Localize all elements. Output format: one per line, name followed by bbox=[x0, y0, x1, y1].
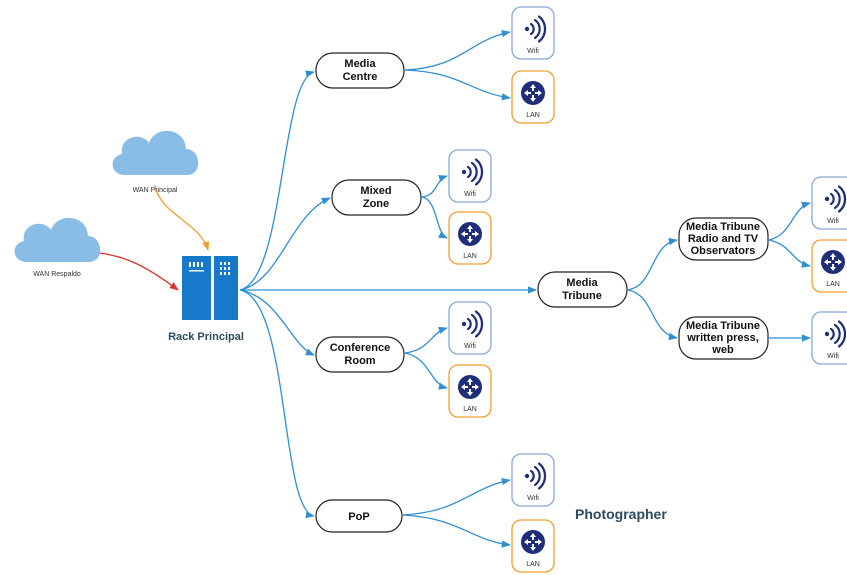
node-label-line: Media bbox=[566, 277, 598, 289]
lan-label: LAN bbox=[826, 281, 840, 288]
node-label-line: Mixed bbox=[360, 185, 391, 197]
wifi-icon bbox=[824, 185, 847, 213]
wifi-device: Wifi bbox=[448, 149, 492, 203]
node-label-line: Room bbox=[344, 355, 375, 367]
node-label-line: Zone bbox=[363, 198, 389, 210]
photographer-label: Photographer bbox=[575, 506, 667, 522]
wifi-icon bbox=[524, 462, 547, 490]
lan-device: LAN bbox=[448, 364, 492, 418]
device-frame bbox=[811, 311, 847, 365]
wifi-device: Wifi bbox=[811, 176, 847, 230]
cloud-icon bbox=[14, 217, 101, 262]
edge-rack-media-centre bbox=[239, 70, 315, 291]
wifi-icon bbox=[461, 310, 484, 338]
wifi-label: Wifi bbox=[527, 48, 539, 55]
server-rack-icon bbox=[182, 256, 238, 320]
wifi-label: Wifi bbox=[464, 343, 476, 350]
lan-device: LAN bbox=[511, 519, 555, 573]
node-media-centre: Media Centre bbox=[315, 52, 405, 89]
edge-radio-wifi bbox=[768, 201, 811, 241]
node-label-line: Media Tribune bbox=[686, 320, 760, 332]
wifi-label: Wifi bbox=[527, 495, 539, 502]
node-conference-room: Conference Room bbox=[315, 336, 405, 373]
edge-conference-wifi bbox=[404, 326, 448, 354]
edge-rack-mixed-zone bbox=[239, 197, 331, 291]
node-label-line: Media bbox=[344, 58, 376, 70]
node-media-tribune: Media Tribune bbox=[537, 271, 628, 308]
edge-tribune-written bbox=[627, 289, 678, 341]
edge-media-centre-wifi bbox=[404, 30, 511, 71]
edge-rack-conference-room bbox=[239, 289, 315, 356]
cloud-wan-principal: WAN Principal bbox=[112, 130, 199, 194]
node-label-line: Media Tribune bbox=[686, 221, 760, 233]
node-label-line: Observators bbox=[691, 245, 756, 257]
wifi-icon bbox=[461, 158, 484, 186]
node-written-press: Media Tribune written press, web bbox=[678, 316, 769, 360]
node-mixed-zone: Mixed Zone bbox=[331, 179, 422, 216]
router-icon bbox=[521, 530, 545, 554]
edge-mixed-zone-wifi bbox=[421, 175, 448, 198]
edge-rack-pop bbox=[239, 289, 315, 519]
wifi-device: Wifi bbox=[511, 453, 555, 507]
wifi-icon bbox=[824, 320, 847, 348]
edge-pop-wifi bbox=[402, 478, 511, 516]
wifi-label: Wifi bbox=[827, 218, 839, 225]
rack-principal: Rack Principal bbox=[168, 256, 244, 343]
edge-media-centre-lan bbox=[404, 69, 511, 101]
wan-principal-label: WAN Principal bbox=[133, 187, 178, 194]
wan-respaldo-label: WAN Respaldo bbox=[33, 271, 81, 278]
edge-mixed-zone-lan bbox=[421, 196, 448, 239]
edge-wan-principal-rack bbox=[154, 184, 210, 251]
lan-label: LAN bbox=[463, 406, 477, 413]
rack-principal-label: Rack Principal bbox=[168, 331, 244, 343]
lan-label: LAN bbox=[526, 112, 540, 119]
lan-label: LAN bbox=[526, 561, 540, 568]
lan-device: LAN bbox=[811, 239, 847, 293]
device-frame bbox=[811, 176, 847, 230]
wifi-device: Wifi bbox=[511, 6, 555, 60]
router-icon bbox=[821, 250, 845, 274]
node-label-line: written press, bbox=[686, 332, 759, 344]
node-label-line: Tribune bbox=[562, 290, 602, 302]
cloud-wan-respaldo: WAN Respaldo bbox=[14, 217, 101, 278]
lan-label: LAN bbox=[463, 253, 477, 260]
node-radio-tv: Media Tribune Radio and TV Observators bbox=[678, 217, 769, 261]
router-icon bbox=[458, 375, 482, 399]
wifi-label: Wifi bbox=[464, 191, 476, 198]
wifi-device: Wifi bbox=[811, 311, 847, 365]
wifi-label: Wifi bbox=[827, 353, 839, 360]
node-label-line: PoP bbox=[348, 511, 369, 523]
wifi-icon bbox=[524, 15, 547, 43]
router-icon bbox=[458, 222, 482, 246]
router-icon bbox=[521, 81, 545, 105]
cloud-icon bbox=[112, 130, 199, 175]
wifi-device: Wifi bbox=[448, 301, 492, 355]
edge-conference-lan bbox=[404, 352, 448, 390]
edge-radio-lan bbox=[768, 239, 811, 268]
edges bbox=[81, 30, 811, 548]
node-label-line: Conference bbox=[330, 342, 391, 354]
edge-tribune-radio bbox=[627, 237, 678, 291]
edge-pop-lan bbox=[402, 514, 511, 548]
lan-device: LAN bbox=[511, 70, 555, 124]
lan-device: LAN bbox=[448, 211, 492, 265]
node-label-line: Radio and TV bbox=[688, 233, 759, 245]
node-label-line: Centre bbox=[343, 71, 378, 83]
node-pop: PoP bbox=[315, 499, 403, 533]
node-label-line: web bbox=[711, 344, 734, 356]
